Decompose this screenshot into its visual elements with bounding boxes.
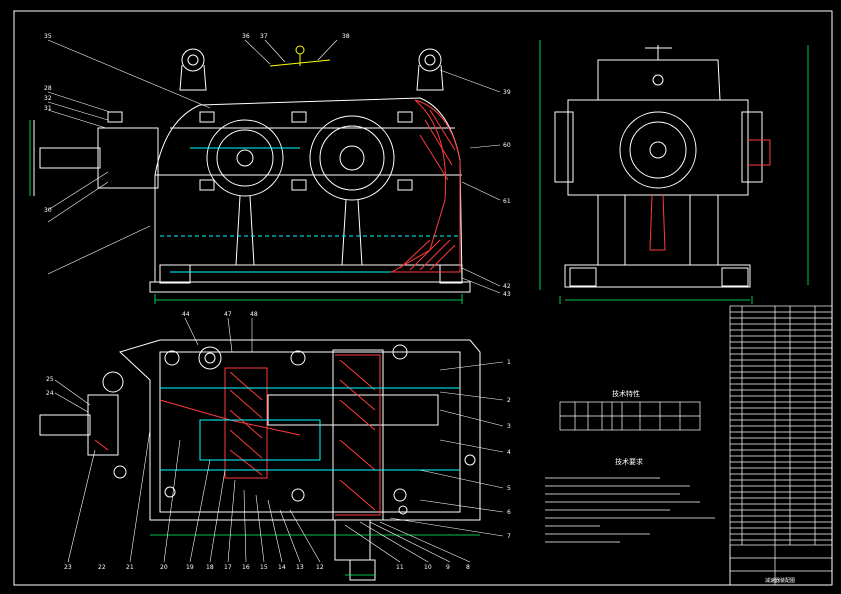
balloon-24: 24: [46, 390, 54, 397]
side-view-dimensions: [539, 40, 809, 304]
balloon-60: 60: [503, 142, 511, 149]
drawing-border: [13, 10, 833, 586]
balloon-47: 47: [224, 311, 232, 318]
balloon-42: 42: [503, 283, 511, 290]
front-view-section: [390, 99, 461, 273]
plan-view: [39, 339, 481, 581]
balloon-15: 15: [260, 564, 268, 571]
plan-view-hidden: [160, 387, 460, 471]
balloon-23: 23: [64, 564, 72, 571]
plan-view-labels: 44 47 48 25 24 1 2 3 4 5 6 7 8 9 10 11 1…: [46, 311, 511, 571]
balloon-22: 22: [98, 564, 106, 571]
balloon-10: 10: [424, 564, 432, 571]
balloon-4: 4: [507, 449, 511, 456]
tech-req-title: 技术要求: [615, 457, 643, 466]
balloon-36: 36: [242, 33, 250, 40]
balloon-48: 48: [250, 311, 258, 318]
balloon-6: 6: [507, 509, 511, 516]
balloon-7: 7: [507, 533, 511, 540]
balloon-28: 28: [44, 85, 52, 92]
front-view-leaders: [47, 39, 501, 294]
drawing-name: 减速器装配图: [765, 577, 795, 584]
balloon-61: 61: [503, 198, 511, 205]
parts-list: [729, 305, 833, 586]
tech-table-title: 技术特性: [612, 389, 640, 398]
balloon-25: 25: [46, 376, 54, 383]
balloon-14: 14: [278, 564, 286, 571]
balloon-21: 21: [126, 564, 134, 571]
tech-requirements: 技术要求: [545, 457, 715, 543]
side-view-section: [649, 139, 771, 251]
balloon-19: 19: [186, 564, 194, 571]
balloon-11: 11: [396, 564, 404, 571]
balloon-44: 44: [182, 311, 190, 318]
tech-features-table: 技术特性: [559, 389, 701, 431]
balloon-30: 30: [44, 207, 52, 214]
title-block: 减速器装配图: [765, 577, 795, 584]
balloon-35: 35: [44, 33, 52, 40]
balloon-16: 16: [242, 564, 250, 571]
balloon-8: 8: [466, 564, 470, 571]
balloon-3: 3: [507, 423, 511, 430]
tech-req-text-lines: [545, 477, 715, 543]
balloon-20: 20: [160, 564, 168, 571]
balloon-39: 39: [503, 89, 511, 96]
balloon-18: 18: [206, 564, 214, 571]
front-view-labels: 35 36 37 38 39 28 32 31 30 60 61 42 43: [44, 33, 511, 298]
vent-plug: [269, 45, 331, 67]
balloon-43: 43: [503, 291, 511, 298]
balloon-17: 17: [224, 564, 232, 571]
balloon-12: 12: [316, 564, 324, 571]
plan-view-section: [94, 354, 381, 516]
balloon-2: 2: [507, 397, 511, 404]
balloon-31: 31: [44, 105, 52, 112]
balloon-1: 1: [507, 359, 511, 366]
plan-view-leaders: [54, 317, 504, 563]
side-view: [554, 45, 763, 288]
balloon-38: 38: [342, 33, 350, 40]
plan-view-dimensions: [150, 534, 480, 576]
balloon-5: 5: [507, 485, 511, 492]
balloon-13: 13: [296, 564, 304, 571]
balloon-32: 32: [44, 95, 52, 102]
balloon-9: 9: [446, 564, 450, 571]
front-view-dimensions: [29, 120, 463, 304]
balloon-37: 37: [260, 33, 268, 40]
